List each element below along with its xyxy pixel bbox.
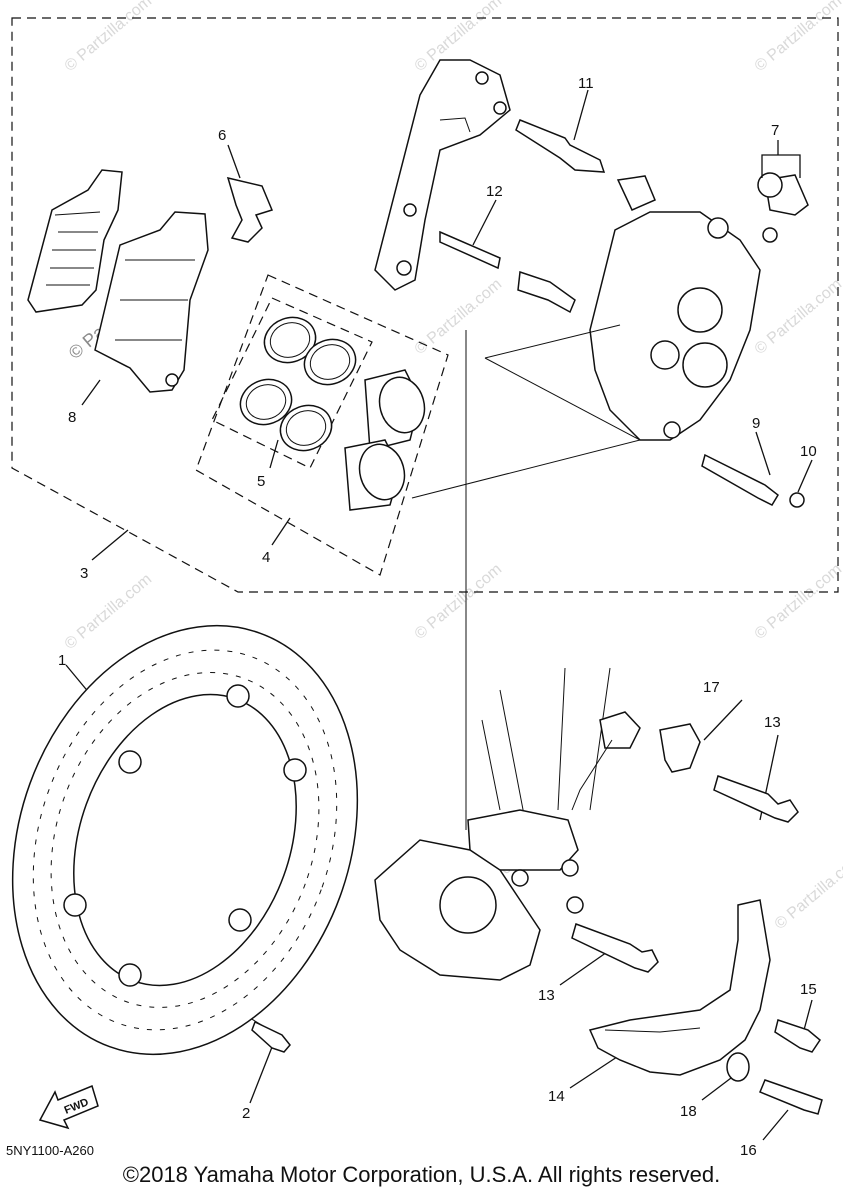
pad-spring — [226, 176, 274, 243]
callout-13: 13 — [538, 987, 555, 1004]
callout-13: 13 — [764, 714, 781, 731]
watermark: © Partzilla.com — [752, 561, 843, 643]
callout-15: 15 — [800, 981, 817, 998]
watermark: © Partzilla.com — [772, 851, 843, 933]
callout-labels: 1 2 3 4 5 6 7 8 9 10 11 12 13 13 14 15 1… — [58, 75, 817, 1159]
pistons — [344, 369, 426, 511]
fwd-arrow: FWD — [38, 1084, 99, 1130]
callout-1: 1 — [58, 652, 66, 669]
caliper-body — [589, 211, 761, 441]
watermark: © Partzilla.com — [62, 571, 156, 653]
callout-8: 8 — [68, 409, 76, 426]
piston-seals — [239, 316, 357, 452]
fork-leg — [374, 667, 641, 981]
bolts-caliper — [439, 119, 809, 508]
callout-10: 10 — [800, 443, 817, 460]
brake-disc — [11, 624, 359, 1056]
callout-4: 4 — [262, 549, 270, 566]
diagram-code: 5NY1100-A260 — [6, 1143, 94, 1158]
callout-18: 18 — [680, 1103, 697, 1120]
callout-7: 7 — [771, 122, 779, 139]
brake-pads — [27, 169, 209, 393]
callout-5: 5 — [257, 473, 265, 490]
disc-guard — [588, 723, 771, 1076]
watermark: © Partzilla.com — [752, 276, 843, 358]
watermark: © Partzilla.com — [412, 561, 506, 643]
watermark: © Partzilla.com — [752, 0, 843, 75]
caliper-bracket — [374, 59, 511, 291]
callout-11: 11 — [578, 75, 594, 92]
callout-2: 2 — [242, 1105, 250, 1122]
caliper-assembly-boundary — [11, 17, 839, 593]
disc-screw — [251, 1020, 291, 1053]
callout-6: 6 — [218, 127, 226, 144]
callout-16: 16 — [740, 1142, 757, 1159]
watermark: © Partzilla.com — [62, 0, 156, 75]
callout-12: 12 — [486, 183, 503, 200]
callout-3: 3 — [80, 565, 88, 582]
callout-17: 17 — [703, 679, 720, 696]
callout-14: 14 — [548, 1088, 565, 1105]
callout-9: 9 — [752, 415, 760, 432]
copyright-notice: ©2018 Yamaha Motor Corporation, U.S.A. A… — [122, 1162, 721, 1187]
bolts-lower — [571, 775, 823, 1115]
